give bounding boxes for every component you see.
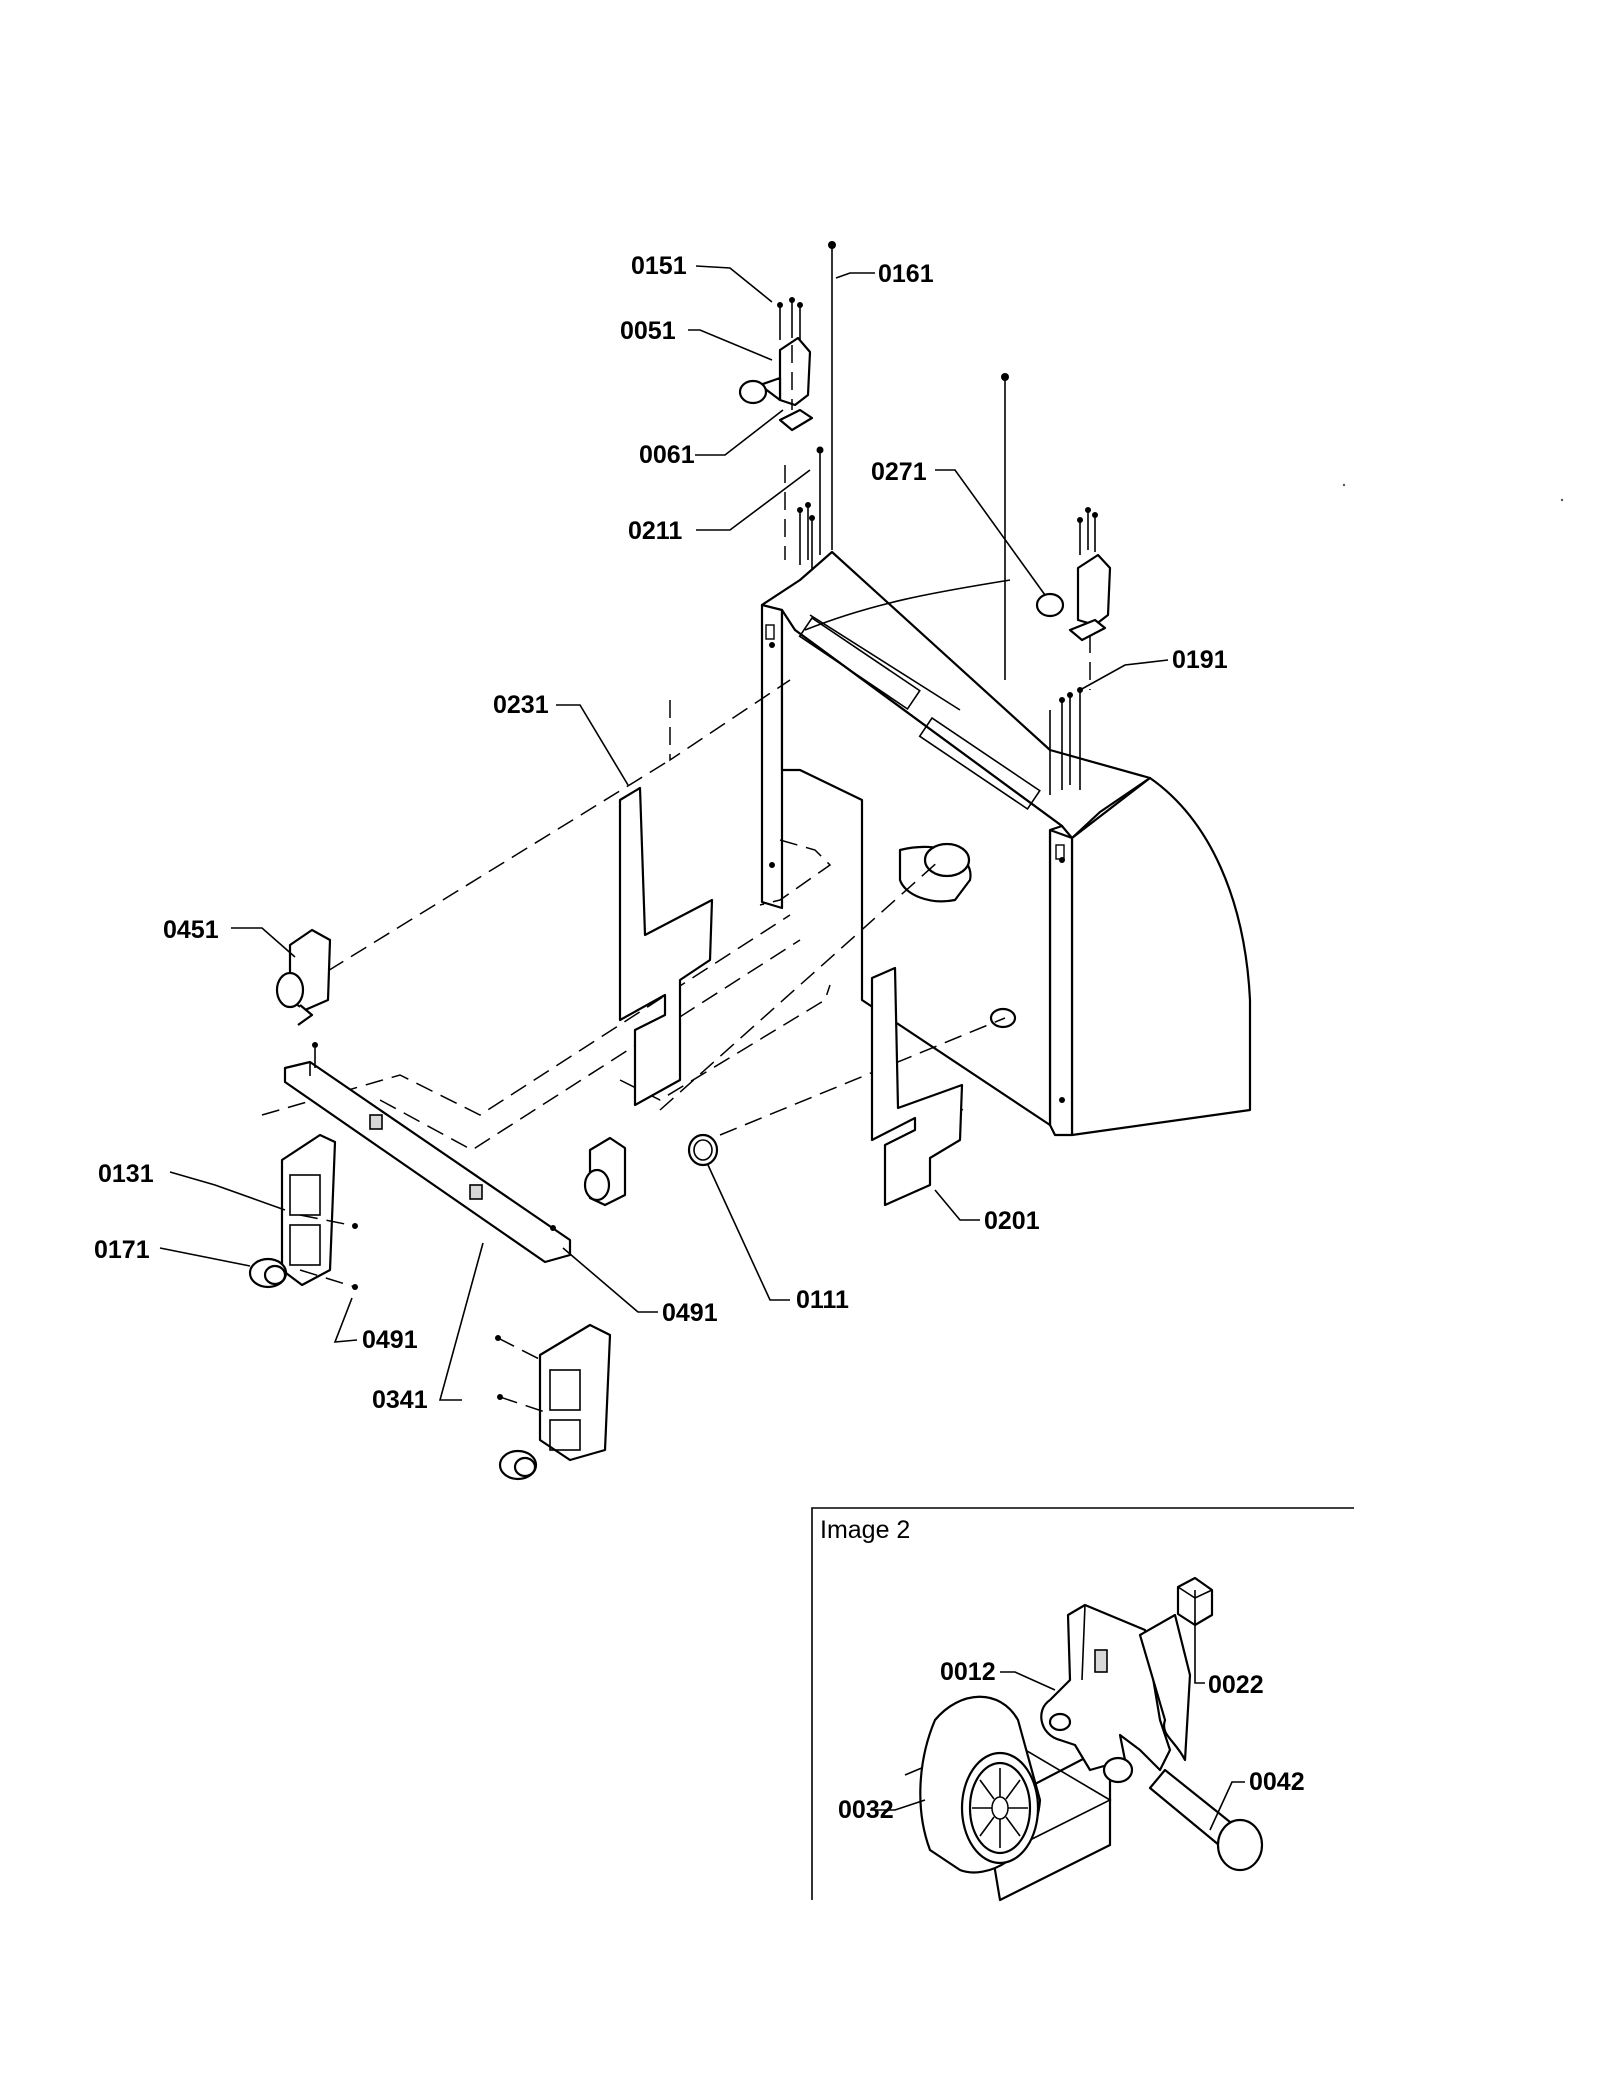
callout-0051: 0051 bbox=[620, 317, 676, 345]
callout-0451: 0451 bbox=[163, 916, 219, 944]
callout-labels: 0151 0161 0051 0061 0271 0211 0191 0231 … bbox=[94, 252, 1228, 1414]
top-hinge-left bbox=[738, 336, 814, 432]
callout-0491-left: 0491 bbox=[362, 1326, 418, 1354]
ring-0111 bbox=[687, 1133, 719, 1167]
inset-callout-0022: 0022 bbox=[1208, 1671, 1264, 1699]
inset-axle-0042 bbox=[1102, 1756, 1264, 1872]
callout-0061: 0061 bbox=[639, 441, 695, 469]
callout-0211: 0211 bbox=[628, 517, 682, 545]
inset-callout-0032: 0032 bbox=[838, 1796, 894, 1824]
callout-0151: 0151 bbox=[631, 252, 687, 280]
inset-title: Image 2 bbox=[820, 1516, 910, 1544]
inset-bracket-0012 bbox=[1040, 1603, 1192, 1772]
bracket-0231 bbox=[618, 786, 714, 1107]
top-hinge-right bbox=[1035, 553, 1112, 642]
callout-0171: 0171 bbox=[94, 1236, 150, 1264]
inset-callout-0042: 0042 bbox=[1249, 1768, 1305, 1796]
callout-0201: 0201 bbox=[984, 1207, 1040, 1235]
leg-bracket-0131 bbox=[280, 1133, 358, 1290]
callout-0161: 0161 bbox=[878, 260, 934, 288]
callout-0131: 0131 bbox=[98, 1160, 154, 1188]
rods-and-screws bbox=[777, 241, 1098, 795]
bracket-0201 bbox=[870, 966, 964, 1207]
inset-callout-0012: 0012 bbox=[940, 1658, 996, 1686]
cabinet-frame bbox=[760, 550, 1252, 1137]
callout-0191: 0191 bbox=[1172, 646, 1228, 674]
leader-lines bbox=[159, 265, 1169, 1401]
roller-center bbox=[583, 1136, 627, 1207]
inset-clip-0022 bbox=[1176, 1576, 1214, 1627]
callout-0111: 0111 bbox=[796, 1286, 849, 1314]
callout-0271: 0271 bbox=[871, 458, 927, 486]
callout-0231: 0231 bbox=[493, 691, 549, 719]
leg-bracket-lower bbox=[495, 1323, 612, 1481]
callout-0341: 0341 bbox=[372, 1386, 428, 1414]
inset-image-2: Image 2 bbox=[811, 1507, 1354, 1902]
wheel-0032 bbox=[904, 1695, 1112, 1902]
callout-0491-right: 0491 bbox=[662, 1299, 718, 1327]
caster-0171 bbox=[248, 1257, 288, 1289]
roller-0451 bbox=[275, 928, 332, 1026]
